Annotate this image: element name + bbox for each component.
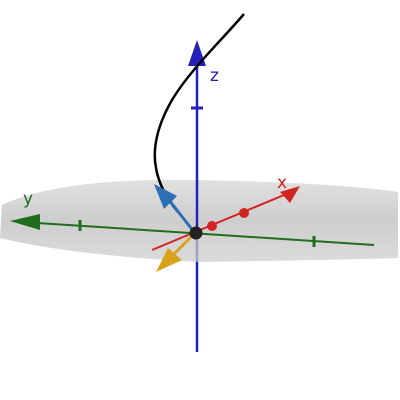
- origin-point[interactable]: [189, 226, 203, 240]
- xy-plane: [0, 179, 398, 262]
- z-axis-arrowhead: [188, 40, 206, 66]
- yellow-vector-arrowhead: [156, 248, 182, 272]
- y-axis-arrowhead: [10, 214, 40, 230]
- x-axis-label: x: [277, 173, 287, 193]
- blue-vector-arrowhead: [154, 184, 177, 209]
- y-axis-label: y: [23, 189, 33, 209]
- x-axis-tick: [239, 208, 249, 218]
- x-axis-arrowhead: [280, 186, 300, 203]
- yellow-vector-shaft: [172, 232, 196, 256]
- x-axis: [151, 189, 297, 251]
- x-axis-tick: [207, 221, 217, 231]
- z-axis-label: z: [210, 66, 219, 86]
